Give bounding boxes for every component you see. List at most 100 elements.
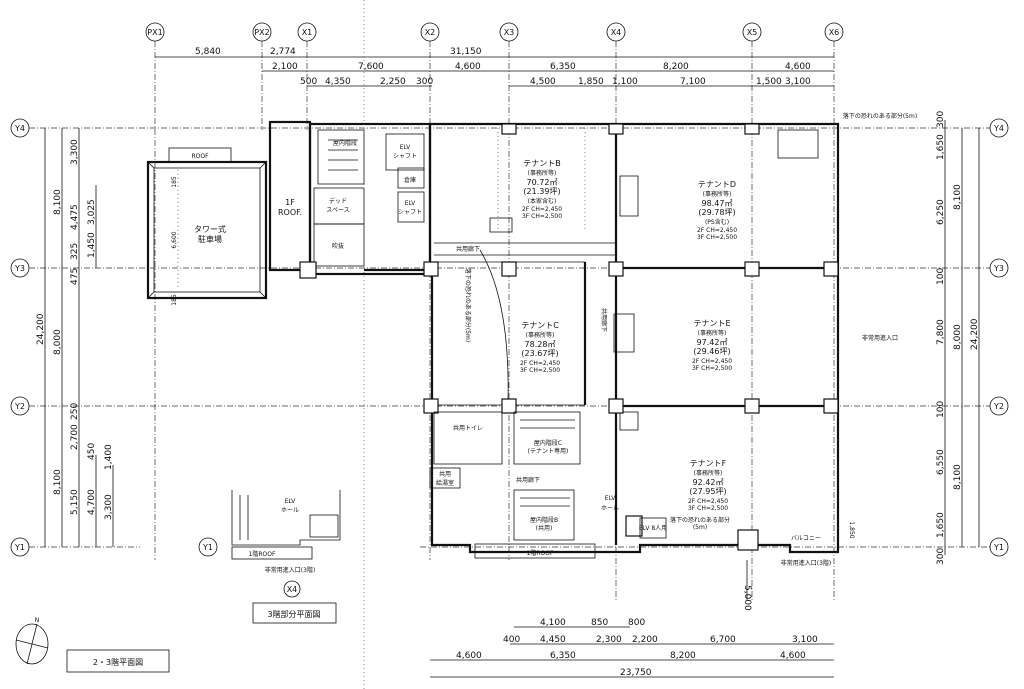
- dims-left-col4-0-label: 3,025: [87, 199, 97, 225]
- tenants-d-note-label: (PS含む): [705, 218, 729, 226]
- rooms-elv-shaft-label: ELV: [405, 200, 416, 207]
- rooms-roof-1f-bottom-label: 1階ROOF: [527, 549, 554, 557]
- dims-left-col5-1-label: 3,300: [104, 494, 114, 520]
- rect-shape: [397, 167, 425, 189]
- rect-shape: [66, 649, 170, 673]
- grid-bubble-y4-left: Y4: [10, 118, 990, 138]
- rooms-elv-shaft2-label: シャフト: [393, 153, 417, 160]
- tenants-e-area-label: 97.42㎡: [697, 338, 728, 347]
- rooms-void-label: 吹抜: [332, 242, 344, 250]
- north-arrow-icon: N: [15, 617, 49, 665]
- dimensions-left: 24,200 8,100 8,000 8,100 3,300 4,475 325…: [36, 128, 114, 547]
- dims-bottom-row3-2-label: 8,200: [670, 651, 696, 661]
- dims-left-col3-2-label: 325: [70, 243, 80, 260]
- rect-shape: [153, 167, 261, 293]
- rect-shape: [613, 313, 635, 353]
- rect-shape: [231, 546, 313, 560]
- rooms-elv-hall1-label: ELV: [605, 495, 616, 502]
- rect-shape: [513, 411, 581, 465]
- tower-parking: ROOF 6,600 185 185 タワー式 駐車場: [146, 147, 268, 306]
- inset-elv-hall1-label: ELV: [285, 498, 296, 505]
- core-north: 屋内階段 ELV シャフト 倉庫 ELV シャフト デッド スペース 吹抜: [299, 122, 432, 279]
- dims-misc-parking-185b-label: 185: [171, 294, 178, 306]
- grid-x-1-label: PX2: [254, 28, 269, 37]
- grid-bubble-x3: X3: [499, 22, 519, 560]
- rooms-corridor-label: 共用廊下: [516, 476, 540, 484]
- tenants-f-ch3-label: 3F CH=2,500: [688, 505, 728, 512]
- dims-left-col3-6-label: 5,150: [70, 489, 80, 515]
- rooms-balcony-label: バルコニー: [791, 535, 821, 542]
- circle-shape: [198, 537, 218, 557]
- rooms-kitchen1-label: 共用: [439, 470, 451, 478]
- circle-shape: [283, 580, 301, 598]
- rect-shape: [608, 123, 624, 135]
- dims-top-row3-8-label: 1,500: [756, 77, 782, 87]
- rect-shape: [433, 411, 503, 465]
- rect-shape: [608, 398, 624, 414]
- dims-top-row3-4-label: 4,500: [530, 77, 556, 87]
- dims-left-col3-5-label: 2,700: [70, 424, 80, 450]
- grid-bubble-x1: X1: [297, 22, 317, 130]
- grid-y-0-label: Y4: [993, 124, 1004, 133]
- rooms-stair-top-label: 屋内階段: [333, 139, 357, 147]
- dimensions-top: 5,840 2,774 31,150 2,100 7,600 4,600 6,3…: [155, 47, 834, 87]
- tenant-d: テナントD (事務所等) 98.47㎡ (29.78坪) (PS含む) 2F C…: [697, 180, 737, 241]
- rect-shape: [385, 133, 425, 171]
- grid-y-3-label: Y1: [993, 543, 1004, 552]
- tenants-f-ch2-label: 2F CH=2,450: [688, 498, 728, 505]
- circle-shape: [989, 396, 1009, 416]
- dims-top-row2-1-label: 7,600: [358, 62, 384, 72]
- rect-shape: [625, 515, 643, 537]
- rooms-storage-label: 倉庫: [404, 176, 416, 184]
- dims-bottom-row2-1-label: 4,450: [540, 635, 566, 645]
- dims-left-col3-3-label: 475: [70, 268, 80, 285]
- dims-top-row2-3-label: 6,350: [550, 62, 576, 72]
- tenants-b-tsubo-label: (21.39坪): [523, 187, 560, 196]
- grid-x-7-label: X6: [829, 28, 840, 37]
- dims-top-row2-4-label: 8,200: [663, 62, 689, 72]
- dims-bottom-row1-2-label: 800: [628, 618, 645, 628]
- tenants-b-area-label: 70.72㎡: [527, 178, 558, 187]
- grid-bubble-y3-right: Y3: [989, 258, 1009, 278]
- drawing-title: 2・3階平面図: [66, 649, 170, 673]
- rooms-stair-tenant1-label: 屋内階段C: [534, 439, 562, 447]
- building-outline: 共用廊下: [364, 122, 840, 554]
- grid-y-3-label: Y1: [14, 543, 25, 552]
- dims-misc-vertical-5000-label: 5,000: [742, 585, 752, 611]
- rooms-toilet-label: 共用トイレ: [453, 424, 483, 432]
- line-shape: [147, 291, 155, 299]
- dims-top-row3-9-label: 3,100: [785, 77, 811, 87]
- dims-top-row2-2-label: 4,600: [455, 62, 481, 72]
- line-shape: [15, 639, 49, 649]
- tenants-e-use-label: (事務所等): [698, 329, 727, 337]
- dims-top-row3-7-label: 7,100: [680, 77, 706, 87]
- dims-misc-right-1850-label: 1,850: [848, 521, 855, 538]
- tenants-d-use-label: (事務所等): [703, 190, 732, 198]
- dims-top-row2-0-label: 2,100: [272, 62, 298, 72]
- core-south: 共用トイレ 屋内階段C (テナント専用) 共用 給湯室 共用廊下 屋内階段B (…: [429, 268, 667, 559]
- roof-1f-left: 1F ROOF.: [268, 120, 312, 272]
- rect-shape: [429, 467, 461, 489]
- polyline-shape: [364, 122, 840, 554]
- tenants-b-note-label: (本家含む): [528, 197, 557, 205]
- tenants-f-use-label: (事務所等): [694, 469, 723, 477]
- dims-left-spans-0-label: 8,100: [53, 189, 63, 215]
- tenants-d-tsubo-label: (29.78坪): [698, 208, 735, 217]
- dims-top-row1-0-label: 5,840: [195, 47, 221, 57]
- rect-shape: [474, 543, 596, 559]
- rooms-elv-8-label: ELV 8人用: [639, 525, 667, 532]
- rect-shape: [744, 398, 760, 414]
- dims-right-spans-1-label: 8,000: [953, 324, 963, 350]
- tenants-d-ch2-label: 2F CH=2,450: [697, 227, 737, 234]
- dims-bottom-total-label: 23,750: [620, 668, 652, 678]
- tenants-d-ch3-label: 3F CH=2,500: [697, 234, 737, 241]
- dims-bottom-row2-2-label: 2,300: [596, 635, 622, 645]
- dims-right-col1-6-label: 6,550: [936, 449, 946, 475]
- rect-shape: [744, 123, 760, 135]
- rect-shape: [513, 489, 575, 541]
- grid-bubble-x5: X5: [742, 22, 762, 600]
- rooms-corridor-v-label: 共用廊下: [600, 308, 608, 332]
- grid-bubble-px2: PX2: [252, 22, 272, 130]
- rooms-roof-1f-b-label: ROOF.: [278, 208, 302, 217]
- tenants-c-ch3-label: 3F CH=2,500: [520, 367, 560, 374]
